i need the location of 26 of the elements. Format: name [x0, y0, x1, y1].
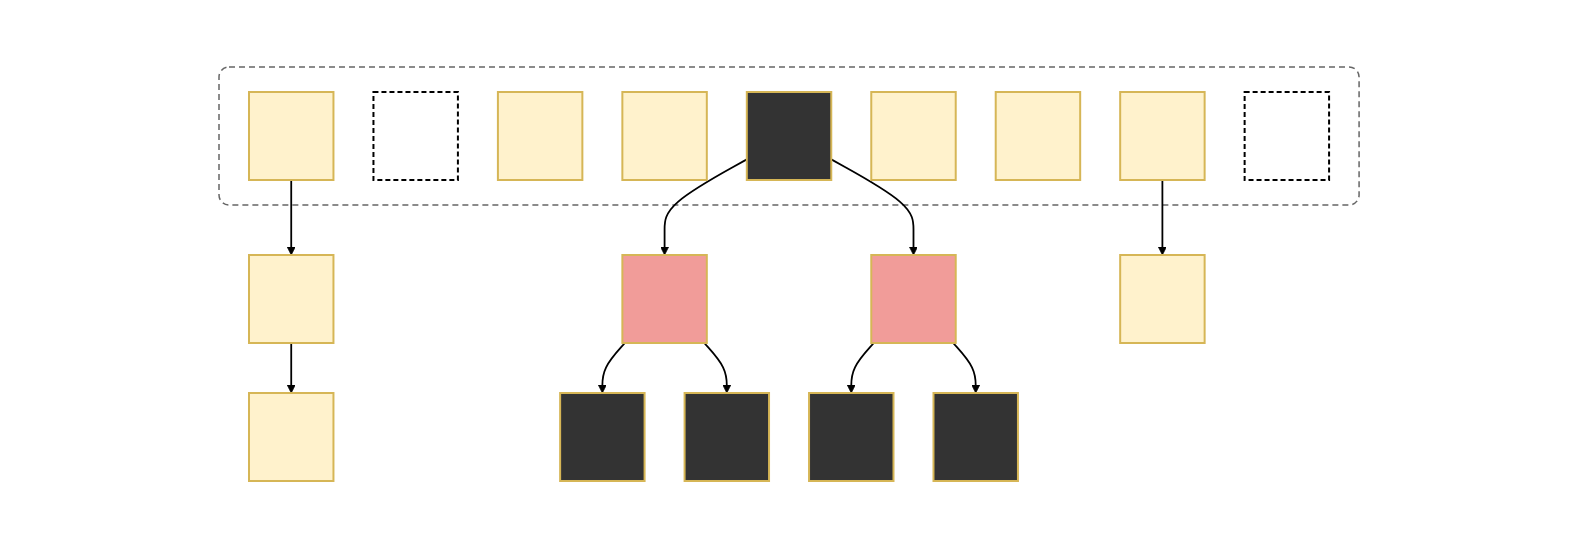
arrow: [952, 342, 981, 394]
arrow: [846, 342, 875, 394]
arrow: [597, 342, 626, 394]
node-box: [247, 91, 335, 181]
node-box: [247, 254, 335, 344]
node-box: [994, 91, 1082, 181]
node-box: [808, 392, 895, 482]
node-box: [247, 392, 335, 482]
node-box: [621, 91, 708, 181]
node-box: [745, 91, 833, 181]
node-box: [1243, 91, 1331, 181]
node-box: [870, 91, 957, 181]
node-box: [1119, 91, 1206, 181]
node-box: [1119, 254, 1206, 344]
arrow: [286, 179, 296, 256]
arrow: [703, 342, 732, 394]
node-box: [621, 254, 708, 344]
cluster: [218, 66, 1360, 206]
node-box: [496, 91, 584, 181]
node-box: [932, 392, 1019, 482]
node-box: [559, 392, 646, 482]
arrow: [1157, 179, 1167, 256]
node-box: [683, 392, 770, 482]
node-box: [372, 91, 459, 181]
node-box: [870, 254, 957, 344]
arrow: [286, 342, 296, 394]
